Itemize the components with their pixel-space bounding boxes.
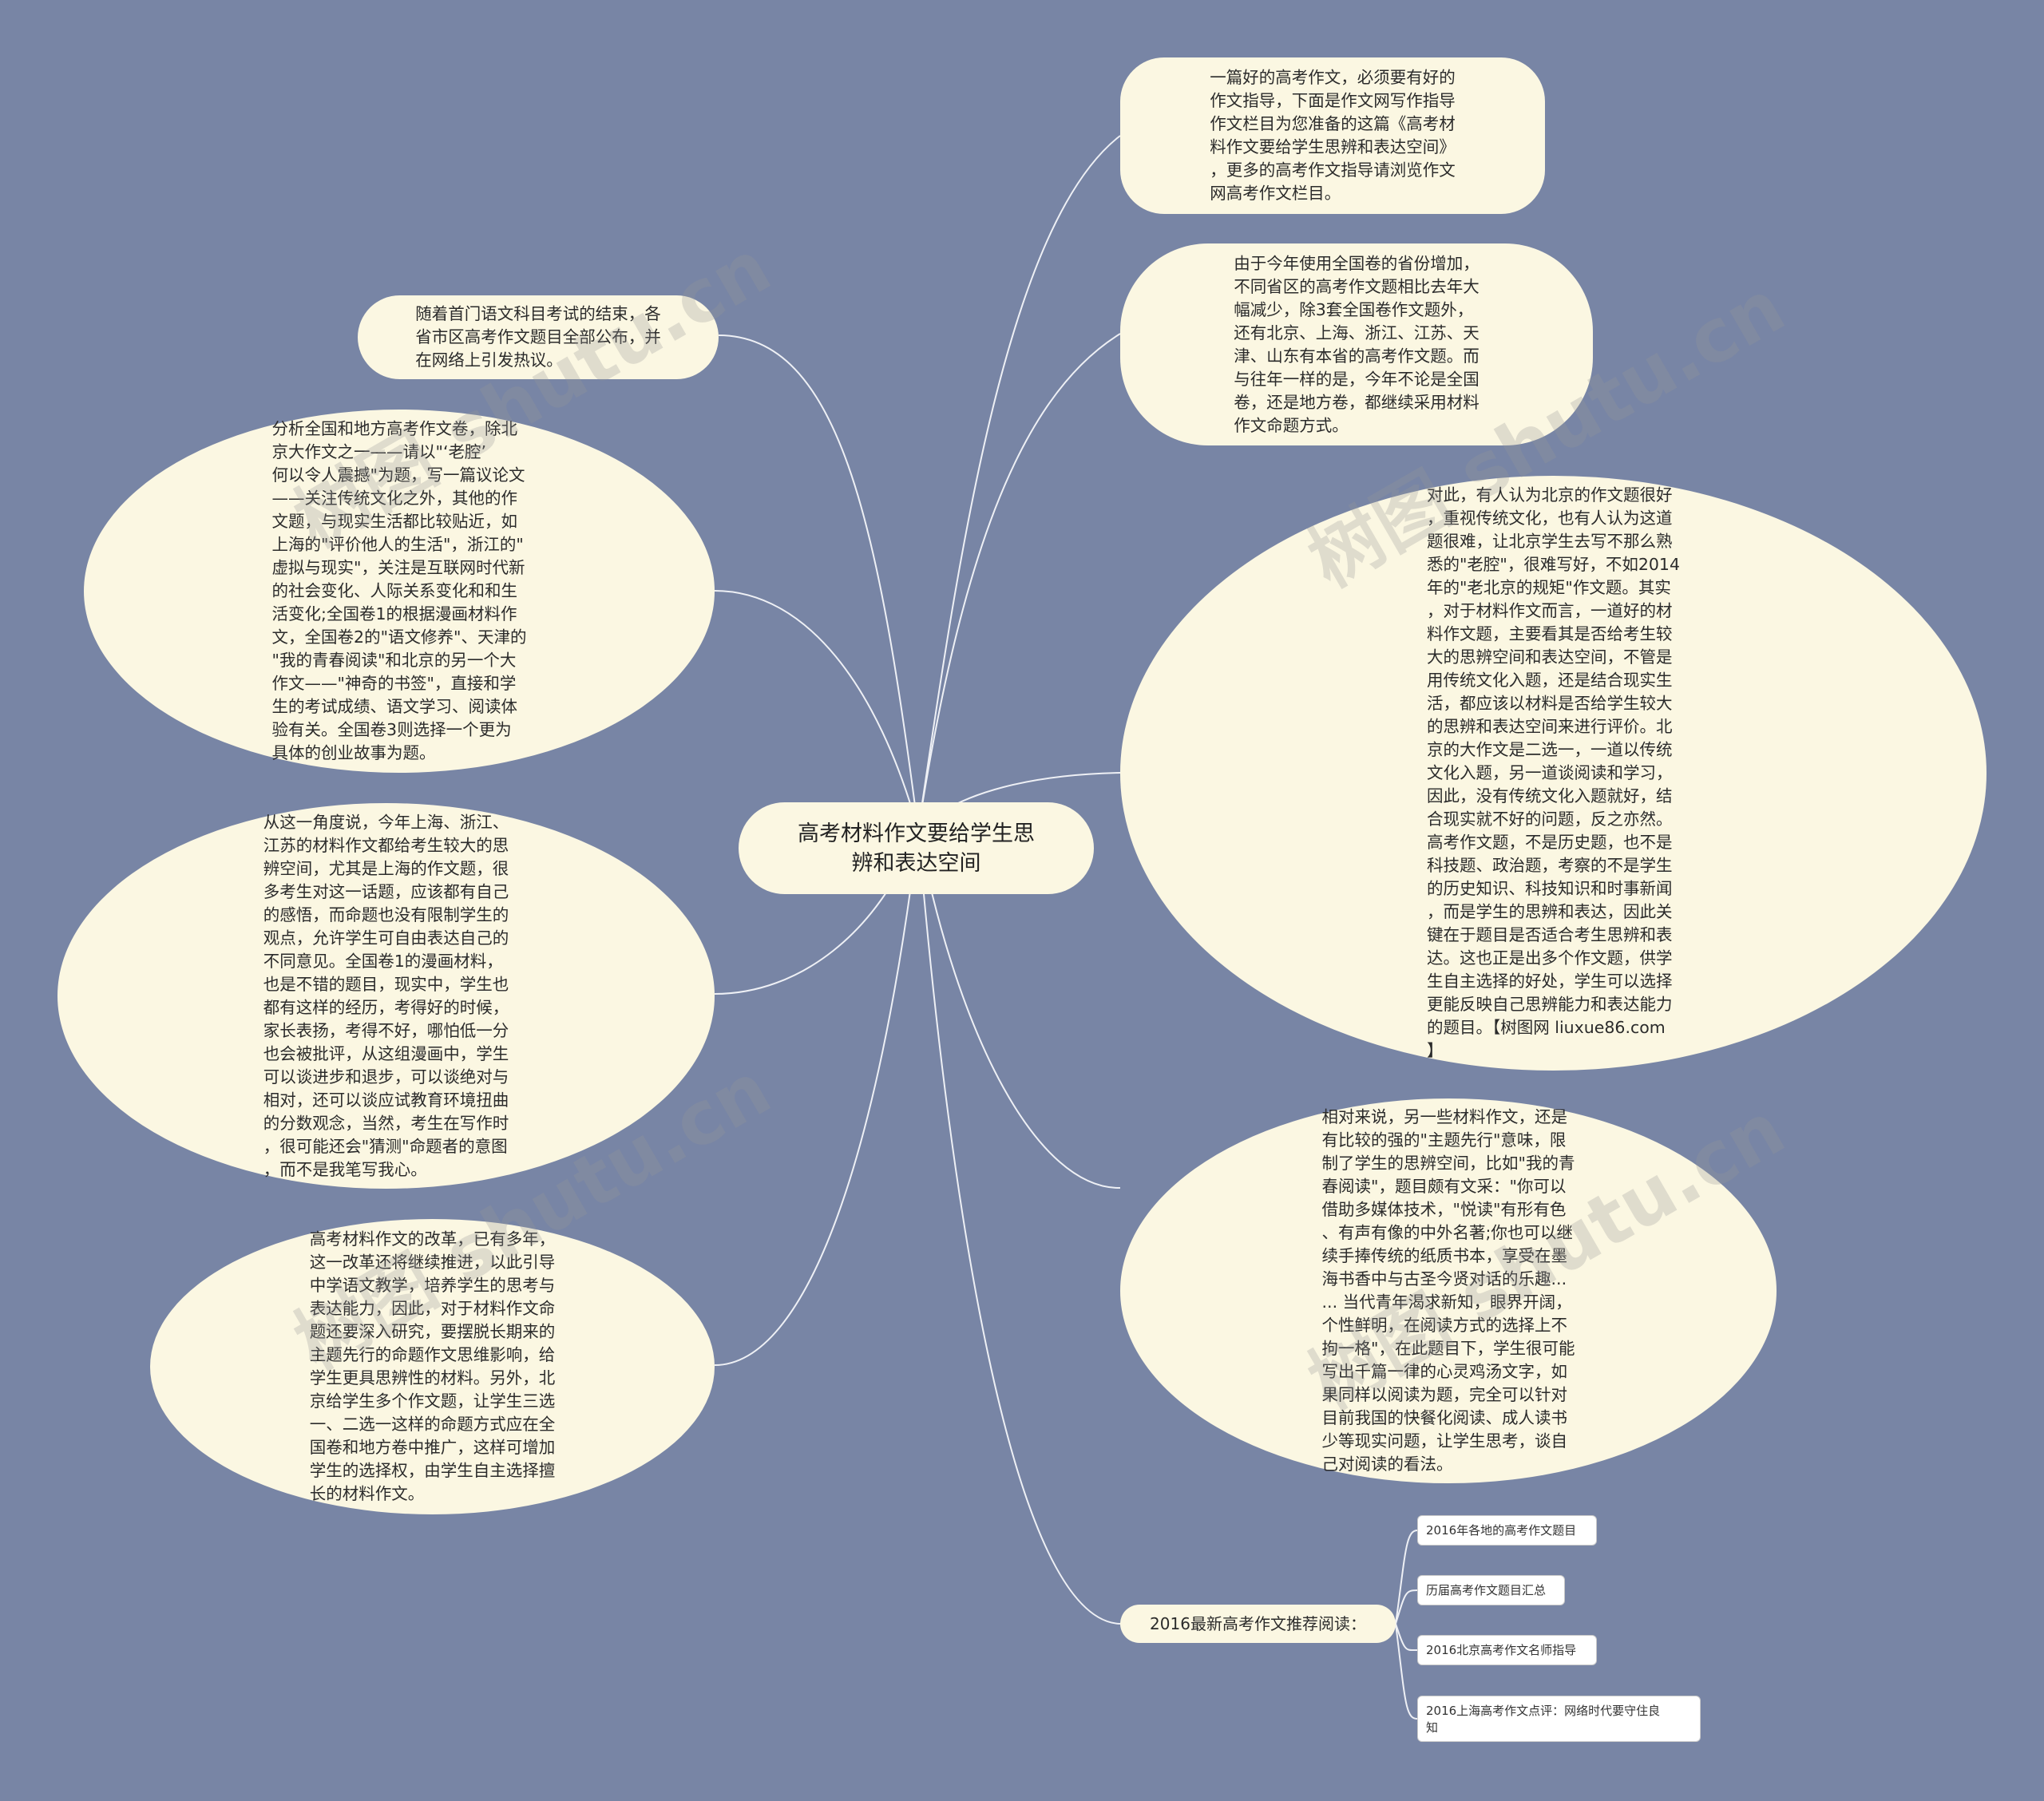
node-topic-first-text: 相对来说，另一些材料作文，还是 有比较的强的"主题先行"意味，限 制了学生的思辨… xyxy=(1321,1107,1575,1474)
root-topic-label: 高考材料作文要给学生思 辨和表达空间 xyxy=(798,821,1035,876)
link-recommend xyxy=(917,829,1121,1625)
node-intro-text: 一篇好的高考作文，必须要有好的 作文指导，下面是作文网写作指导 作文栏目为您准备… xyxy=(1210,68,1456,203)
node-reform-text: 高考材料作文的改革，已有多年， 这一改革还将继续推进，以此引导 中学语文教学，培… xyxy=(309,1229,556,1503)
link-rec-2 xyxy=(1395,1589,1418,1625)
node-recommend-title-text: 2016最新高考作文推荐阅读： xyxy=(1150,1614,1366,1633)
node-national-papers[interactable]: 由于今年使用全国卷的省份增加， 不同省区的高考作文题相比去年大 幅减少，除3套全… xyxy=(1120,243,1593,445)
node-perspective[interactable]: 从这一角度说，今年上海、浙江、 江苏的材料作文都给考生较大的思 辨空间，尤其是上… xyxy=(57,803,715,1189)
node-beijing-view-text: 对此，有人认为北京的作文题很好 ，重视传统文化，也有人认为这道 题很难，让北京学… xyxy=(1426,485,1681,1060)
link-national xyxy=(917,333,1121,831)
recommend-item[interactable]: 2016年各地的高考作文题目 xyxy=(1417,1515,1597,1546)
recommend-item-text: 2016北京高考作文名师指导 xyxy=(1426,1643,1577,1657)
node-topic-first[interactable]: 相对来说，另一些材料作文，还是 有比较的强的"主题先行"意味，限 制了学生的思辨… xyxy=(1120,1098,1777,1483)
node-perspective-text: 从这一角度说，今年上海、浙江、 江苏的材料作文都给考生较大的思 辨空间，尤其是上… xyxy=(263,812,509,1179)
link-analysis xyxy=(714,590,919,831)
recommend-item[interactable]: 历届高考作文题目汇总 xyxy=(1417,1575,1565,1605)
link-intro xyxy=(917,135,1121,831)
recommend-item-text: 2016年各地的高考作文题目 xyxy=(1426,1523,1577,1538)
node-exam-end[interactable]: 随着首门语文科目考试的结束，各 省市区高考作文题目全部公布，并 在网络上引发热议… xyxy=(358,295,719,379)
node-analysis-text: 分析全国和地方高考作文卷，除北 京大作文之一——请以"‘老腔’ 何以令人震撼"为… xyxy=(271,419,527,762)
node-exam-end-text: 随着首门语文科目考试的结束，各 省市区高考作文题目全部公布，并 在网络上引发热议… xyxy=(415,304,661,370)
node-beijing-view[interactable]: 对此，有人认为北京的作文题很好 ，重视传统文化，也有人认为这道 题很难，让北京学… xyxy=(1120,476,1987,1071)
link-rec-4 xyxy=(1395,1623,1418,1720)
link-reform xyxy=(714,829,919,1366)
recommend-item-text: 2016上海高考作文点评：网络时代要守住良 知 xyxy=(1426,1704,1661,1735)
root-topic[interactable]: 高考材料作文要给学生思 辨和表达空间 xyxy=(739,802,1094,894)
recommend-item[interactable]: 2016上海高考作文点评：网络时代要守住良 知 xyxy=(1417,1696,1701,1742)
recommend-item-text: 历届高考作文题目汇总 xyxy=(1426,1583,1547,1597)
node-analysis[interactable]: 分析全国和地方高考作文卷，除北 京大作文之一——请以"‘老腔’ 何以令人震撼"为… xyxy=(84,410,715,773)
node-recommend-title[interactable]: 2016最新高考作文推荐阅读： xyxy=(1120,1605,1396,1643)
link-rec-1 xyxy=(1395,1530,1418,1625)
node-reform[interactable]: 高考材料作文的改革，已有多年， 这一改革还将继续推进，以此引导 中学语文教学，培… xyxy=(150,1219,715,1514)
recommend-item[interactable]: 2016北京高考作文名师指导 xyxy=(1417,1635,1597,1665)
link-rec-3 xyxy=(1395,1623,1418,1652)
node-national-papers-text: 由于今年使用全国卷的省份增加， 不同省区的高考作文题相比去年大 幅减少，除3套全… xyxy=(1234,253,1480,435)
link-exam-end xyxy=(718,334,919,831)
node-intro[interactable]: 一篇好的高考作文，必须要有好的 作文指导，下面是作文网写作指导 作文栏目为您准备… xyxy=(1120,57,1545,214)
link-topic-first xyxy=(917,829,1121,1189)
